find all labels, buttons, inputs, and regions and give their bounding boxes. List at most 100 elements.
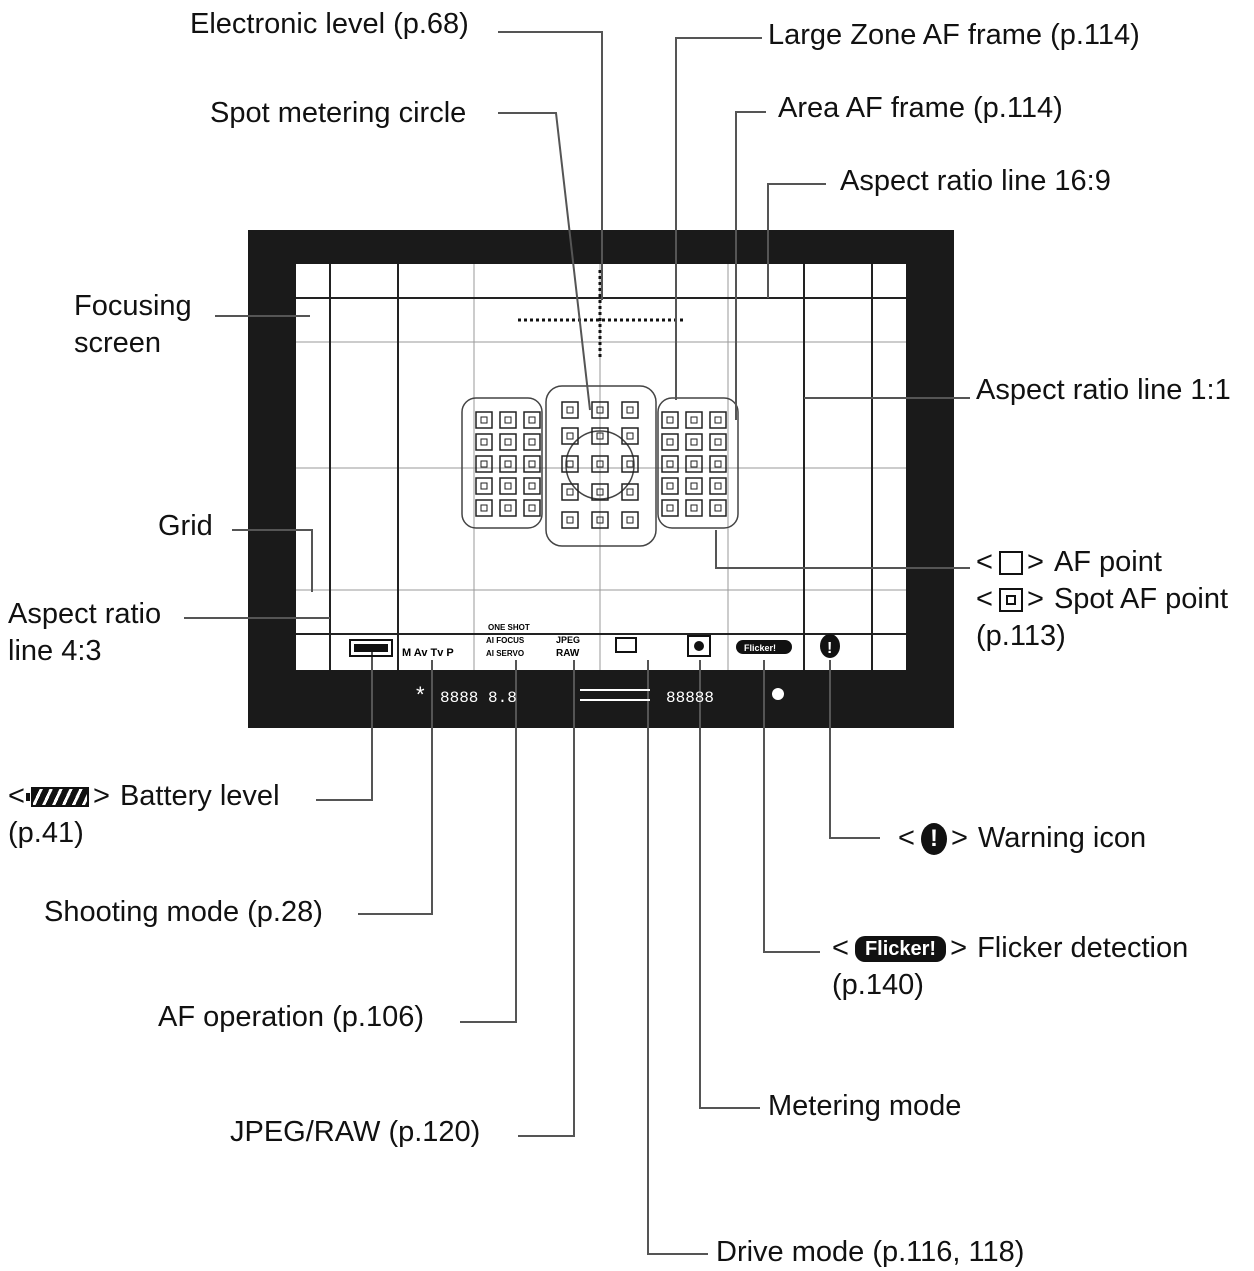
af-point-center	[666, 416, 674, 424]
af-point	[591, 427, 609, 445]
label-drive-mode: Drive mode (p.116, 118)	[716, 1236, 1025, 1268]
battery-icon	[25, 786, 89, 807]
af-point-center	[626, 516, 634, 524]
af-point-center	[596, 460, 604, 468]
af-point	[523, 477, 541, 495]
af-point-center	[504, 438, 512, 446]
af-point-center	[626, 488, 634, 496]
af-point	[685, 433, 703, 451]
af-point-center	[596, 516, 604, 524]
label-electronic-level: Electronic level (p.68)	[190, 8, 469, 40]
af-point	[499, 455, 517, 473]
label-af-point: <> AF point <> Spot AF point (p.113)	[976, 546, 1229, 652]
af-point-center	[714, 460, 722, 468]
af-point	[499, 499, 517, 517]
af-point-center	[504, 504, 512, 512]
af-point	[499, 411, 517, 429]
af-point-center	[596, 406, 604, 414]
af-point	[709, 477, 727, 495]
af-point-center	[690, 460, 698, 468]
af-point-center	[480, 482, 488, 490]
vf-shooting-mode: M Av Tv P	[402, 647, 454, 659]
af-point	[475, 499, 493, 517]
af-point	[685, 411, 703, 429]
af-point-center	[528, 416, 536, 424]
af-point	[709, 455, 727, 473]
af-point-center	[566, 460, 574, 468]
af-point	[561, 511, 579, 529]
af-point	[621, 511, 639, 529]
af-point-center	[690, 416, 698, 424]
af-point-icon	[998, 550, 1023, 575]
af-point-center	[666, 460, 674, 468]
leader-lines	[184, 31, 970, 1255]
af-point-center	[690, 438, 698, 446]
af-point	[591, 455, 609, 473]
af-point	[523, 411, 541, 429]
label-metering-mode: Metering mode	[768, 1090, 962, 1122]
vf-drive-icon	[615, 637, 637, 653]
af-point	[709, 411, 727, 429]
af-point	[523, 455, 541, 473]
vf-af-one-shot: ONE SHOT	[488, 623, 530, 632]
vf-af-ai-servo: AI SERVO	[486, 649, 524, 658]
af-point-center	[504, 416, 512, 424]
af-point	[523, 433, 541, 451]
af-point-center	[504, 482, 512, 490]
vf-warning-icon	[820, 634, 840, 658]
af-point-center	[714, 416, 722, 424]
af-point	[475, 477, 493, 495]
vf-focus-confirm	[772, 688, 784, 700]
af-point-center	[480, 504, 488, 512]
af-point-center	[690, 482, 698, 490]
af-point	[661, 433, 679, 451]
vf-quality-raw: RAW	[556, 648, 580, 659]
af-point	[709, 499, 727, 517]
af-point	[561, 401, 579, 419]
af-point-center	[666, 504, 674, 512]
af-points	[475, 401, 727, 529]
label-flicker-detection: <Flicker!> Flicker detection (p.140)	[832, 932, 1189, 1001]
af-point-center	[566, 488, 574, 496]
af-point-center	[626, 460, 634, 468]
af-point-center	[566, 516, 574, 524]
spot-af-point-icon	[998, 587, 1023, 612]
af-point-center	[528, 460, 536, 468]
af-point-center	[480, 438, 488, 446]
label-large-zone-af: Large Zone AF frame (p.114)	[768, 19, 1140, 51]
af-point-center	[566, 406, 574, 414]
label-grid: Grid	[158, 510, 213, 542]
af-point-center	[714, 504, 722, 512]
vf-exposure-readout: 8888 8.8	[440, 689, 517, 707]
vf-readout-strip: * 8888 8.8 88888	[416, 682, 784, 707]
af-point-center	[626, 432, 634, 440]
vf-iso-readout: 88888	[666, 689, 714, 707]
vf-battery-icon	[349, 639, 393, 657]
af-point-center	[666, 438, 674, 446]
af-point	[621, 427, 639, 445]
af-point-center	[528, 438, 536, 446]
vf-flicker-text: Flicker!	[744, 643, 776, 653]
label-shooting-mode: Shooting mode (p.28)	[44, 896, 323, 928]
af-point-center	[504, 460, 512, 468]
af-point	[661, 455, 679, 473]
af-point	[661, 499, 679, 517]
af-point-center	[480, 416, 488, 424]
af-point-center	[596, 432, 604, 440]
af-point	[475, 411, 493, 429]
af-point	[685, 477, 703, 495]
af-point	[499, 477, 517, 495]
label-aspect-1-1: Aspect ratio line 1:1	[976, 374, 1231, 406]
af-point	[561, 427, 579, 445]
af-point	[561, 483, 579, 501]
af-point-center	[714, 482, 722, 490]
electronic-level	[518, 270, 684, 360]
af-point	[499, 433, 517, 451]
af-point	[561, 455, 579, 473]
vf-warning-mark: !	[827, 640, 832, 657]
af-point	[709, 433, 727, 451]
af-point	[621, 455, 639, 473]
af-point	[661, 477, 679, 495]
viewfinder-info: M Av Tv P ONE SHOT AI FOCUS AI SERVO JPE…	[349, 623, 840, 659]
